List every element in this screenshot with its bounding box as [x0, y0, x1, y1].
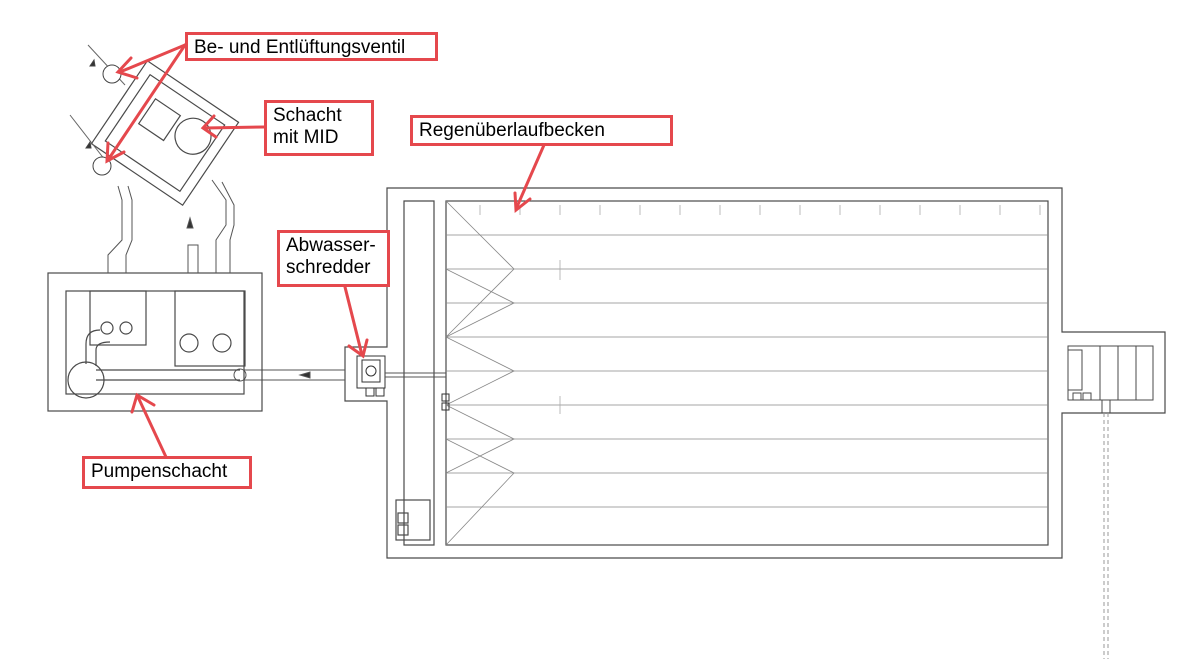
- label-shredder-line-1: Abwasser-: [286, 235, 376, 256]
- pump-shaft: [47, 272, 263, 412]
- label-mid-shaft: Schacht mit MID: [264, 100, 374, 156]
- label-pump-shaft: Pumpenschacht: [82, 456, 252, 489]
- label-shredder: Abwasser- schredder: [277, 230, 390, 287]
- outlet-chamber: [1067, 345, 1154, 659]
- basin-compartments: [445, 200, 1048, 546]
- rain-overflow-basin: [344, 187, 1166, 559]
- pump-risers: [107, 179, 235, 273]
- shredder-unit: [356, 355, 450, 411]
- basin-ticks: [479, 205, 1041, 414]
- label-shredder-line-2: schredder: [286, 257, 371, 278]
- label-mid-shaft-line-1: Schacht: [273, 105, 342, 126]
- label-vent-valve: Be- und Entlüftungsventil: [185, 32, 438, 61]
- label-rain-overflow-basin: Regenüberlaufbecken: [410, 115, 673, 146]
- annotation-arrows: [105, 43, 546, 459]
- mid-shaft: [90, 59, 240, 207]
- pressure-pipe: [233, 368, 446, 382]
- label-mid-shaft-line-2: mit MID: [273, 127, 339, 148]
